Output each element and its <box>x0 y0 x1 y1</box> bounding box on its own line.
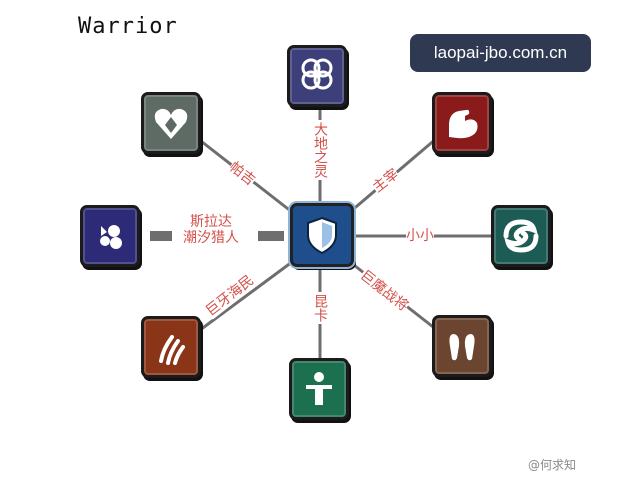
connector-bottom-left <box>199 260 293 332</box>
flexed-arm-icon <box>449 109 478 139</box>
shield-icon <box>307 216 337 255</box>
label-top: 大地之灵 <box>312 120 328 180</box>
hero-top-right[interactable] <box>432 92 492 154</box>
hero-top-left[interactable] <box>141 92 201 154</box>
weibo-credit: @何求知 <box>528 458 577 472</box>
person-icon <box>306 372 332 405</box>
label-bottom: 昆卡 <box>312 292 328 324</box>
label-left-text: 斯拉达 潮汐猎人 <box>183 214 239 246</box>
page-title: Warrior <box>78 14 178 39</box>
drops-icon <box>100 225 122 249</box>
hero-bottom-left[interactable] <box>141 316 201 378</box>
feet-icon <box>449 334 475 361</box>
hero-top[interactable] <box>287 45 347 107</box>
hero-warrior-core[interactable] <box>290 203 354 267</box>
hero-right[interactable] <box>491 205 551 267</box>
label-right: 小小 <box>406 228 434 244</box>
watermark-badge: laopai-jbo.com.cn <box>410 34 591 72</box>
connector-left-b <box>258 231 284 241</box>
claw-icon <box>159 335 185 365</box>
connector-left-a <box>150 231 172 241</box>
hero-bottom[interactable] <box>289 358 349 420</box>
swirl-icon <box>503 219 539 253</box>
hero-bottom-right[interactable] <box>432 315 492 377</box>
heart-icon <box>154 108 188 139</box>
hero-left[interactable] <box>80 205 140 267</box>
eternal-knot-icon <box>301 58 333 90</box>
label-left: 斯拉达 潮汐猎人 <box>183 214 239 246</box>
